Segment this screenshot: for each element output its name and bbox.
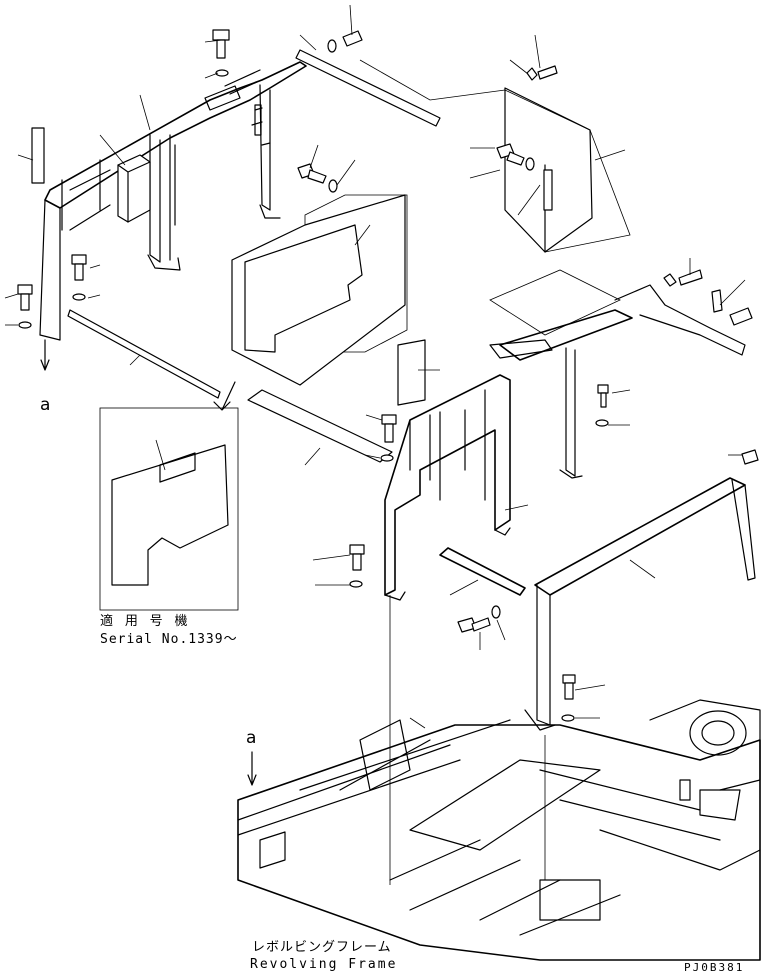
bolt-washer-set-3 — [297, 163, 338, 193]
leader-lines — [4, 4, 746, 729]
bolt-washer-set-1 — [212, 29, 230, 77]
view-a-arrow-top — [40, 339, 50, 371]
revolving-frame-label-jp: レボルビングフレーム — [252, 940, 392, 955]
bolt-washer-set-2 — [17, 254, 87, 329]
central-cab-frame — [384, 339, 511, 601]
right-upper-frame — [499, 309, 633, 361]
revolving-frame — [237, 699, 761, 961]
drawing-code: PJ0B381 — [684, 961, 745, 974]
cover-plate — [231, 194, 406, 386]
view-marker-bottom: a — [246, 728, 257, 748]
view-marker-top: a — [40, 395, 51, 415]
lower-bar-left — [67, 309, 221, 399]
right-lower-frame — [439, 477, 756, 731]
applicable-models-label: 適 用 号 機 — [100, 614, 190, 629]
view-a-arrow-bottom — [247, 751, 257, 786]
upper-left-frame — [31, 61, 307, 341]
serial-number-label: Serial No.1339～ — [100, 632, 238, 647]
rear-top-bar — [295, 49, 441, 127]
revolving-frame-label-en: Revolving Frame — [250, 957, 398, 972]
serial-detail-box — [99, 407, 239, 611]
